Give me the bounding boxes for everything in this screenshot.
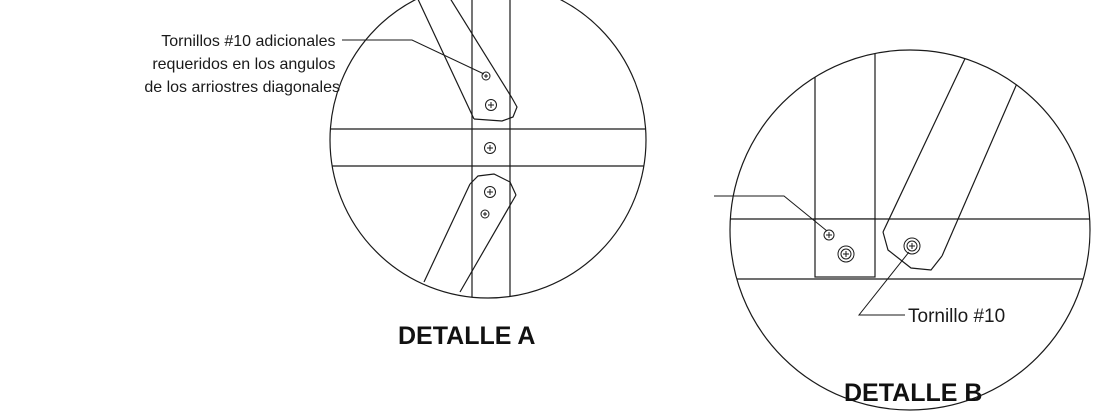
detail-a: Tornillos #10 adicionales requeridos en … (144, 0, 647, 350)
detail-a-lower-brace-edge (423, 183, 471, 283)
detail-a-lower-brace-edge (459, 194, 517, 293)
detail-b-screw-label: Tornillo #10 (908, 306, 1005, 327)
detail-a-note-line-2: requeridos en los angulos (152, 56, 335, 73)
detail-a-lower-gusset-plate (469, 173, 517, 196)
screw-icon (903, 237, 921, 255)
screw-icon (480, 209, 490, 219)
detail-b-title: DETALLE B (844, 379, 982, 407)
detail-a-upper-brace-edge (447, 0, 513, 99)
detail-b-circle (729, 49, 1091, 411)
detail-a-title: DETALLE A (398, 322, 536, 350)
screw-icon (485, 99, 497, 111)
detail-b-brace-edge (882, 50, 989, 233)
svg-text:Tornillos #10 adicionales: Tornillos #10 adicionales requeridos en … (144, 33, 340, 96)
detail-b-gusset-plate (814, 218, 876, 278)
detail-b-screw-leader (857, 251, 910, 316)
screw-icon (837, 245, 855, 263)
detail-a-note-line-3: de los arriostres diagonales (144, 79, 340, 96)
detail-b: Tornillo #10 DETALLE B (714, 49, 1091, 411)
screw-icon (484, 142, 496, 154)
detail-a-upper-gusset-plate (473, 97, 518, 122)
detail-a-note-leader (342, 39, 485, 75)
screw-icon (823, 229, 835, 241)
detail-b-left-leader (714, 195, 828, 232)
detail-a-circle (329, 0, 647, 299)
screw-icon (484, 186, 496, 198)
screw-icon (481, 71, 491, 81)
detail-a-upper-brace-edge (415, 0, 475, 120)
detail-a-note-line-1: Tornillos #10 adicionales (161, 33, 335, 50)
